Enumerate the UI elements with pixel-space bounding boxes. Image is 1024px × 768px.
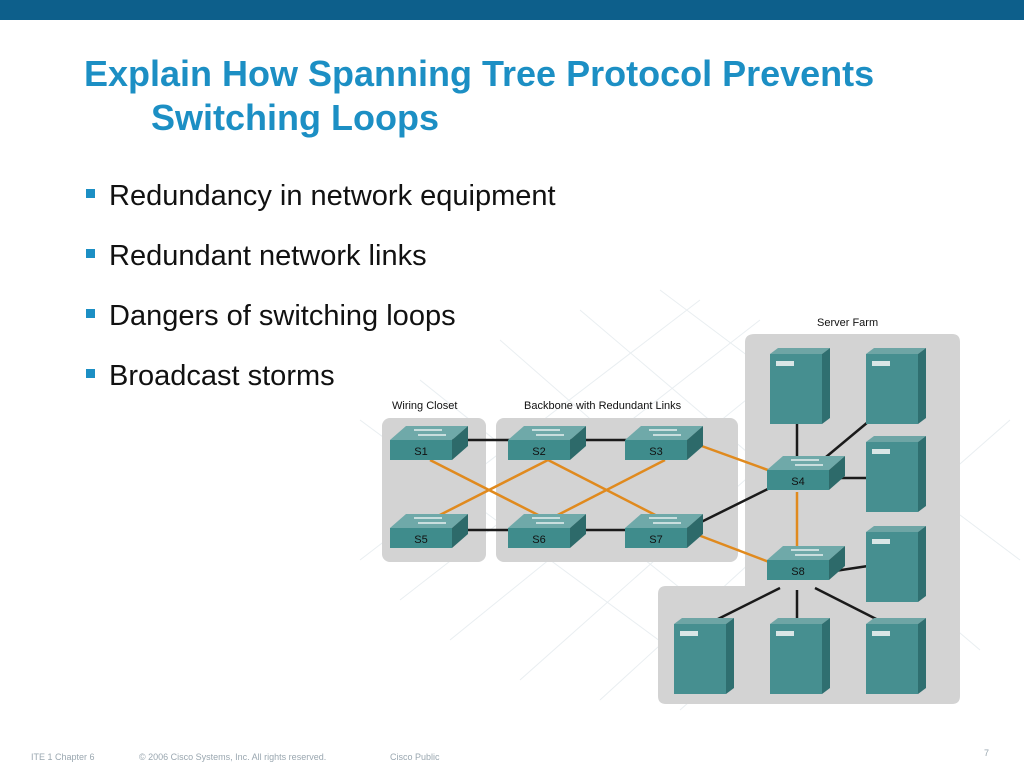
link-s5-s2 bbox=[429, 458, 549, 522]
server-icon bbox=[866, 526, 926, 602]
server-icon bbox=[866, 618, 926, 694]
bullet-list: Redundancy in network equipment Redundan… bbox=[84, 172, 556, 412]
backbone-label: Backbone with Redundant Links bbox=[524, 400, 682, 412]
page-number: 7 bbox=[984, 748, 990, 758]
bullet-text: Broadcast storms bbox=[109, 360, 335, 392]
switch-s3: S3 bbox=[625, 426, 703, 460]
bullet-square-icon bbox=[86, 249, 95, 258]
bullet-item: Redundant network links bbox=[84, 232, 556, 292]
bullet-square-icon bbox=[86, 309, 95, 318]
bullet-item: Dangers of switching loops bbox=[84, 292, 556, 352]
footer-classification: Cisco Public bbox=[390, 752, 440, 762]
orange-links bbox=[429, 438, 799, 572]
bullet-text: Redundancy in network equipment bbox=[109, 180, 556, 212]
footer-course: ITE 1 Chapter 6 bbox=[31, 752, 95, 762]
title-line-1: Explain How Spanning Tree Protocol Preve… bbox=[84, 53, 875, 94]
switch-label: S7 bbox=[649, 534, 662, 546]
server-icon bbox=[770, 348, 830, 424]
bullet-square-icon bbox=[86, 369, 95, 378]
switch-label: S8 bbox=[791, 566, 804, 578]
bullet-text: Dangers of switching loops bbox=[109, 300, 456, 332]
switch-label: S5 bbox=[414, 534, 427, 546]
switch-label: S2 bbox=[532, 446, 545, 458]
switch-s4: S4 bbox=[767, 456, 845, 490]
top-bar bbox=[0, 0, 1024, 20]
switch-s5: S5 bbox=[390, 514, 468, 548]
wiring-closet-label: Wiring Closet bbox=[392, 400, 457, 412]
switch-s8: S8 bbox=[767, 546, 845, 580]
bullet-text: Redundant network links bbox=[109, 240, 427, 272]
switch-s7: S7 bbox=[625, 514, 703, 548]
server-icon bbox=[674, 618, 734, 694]
switch-s2: S2 bbox=[508, 426, 586, 460]
bullet-square-icon bbox=[86, 189, 95, 198]
link-s6-s3 bbox=[547, 458, 666, 522]
title-line-2: Switching Loops bbox=[151, 97, 439, 138]
server-icon bbox=[866, 436, 926, 512]
server-icon bbox=[770, 618, 830, 694]
switch-label: S3 bbox=[649, 446, 662, 458]
footer-copyright: © 2006 Cisco Systems, Inc. All rights re… bbox=[139, 752, 327, 762]
server-farm-label: Server Farm bbox=[817, 317, 878, 329]
switch-label: S6 bbox=[532, 534, 545, 546]
bullet-item: Broadcast storms bbox=[84, 352, 556, 412]
switch-label: S1 bbox=[414, 446, 427, 458]
switch-label: S4 bbox=[791, 476, 804, 488]
slide-title: Explain How Spanning Tree Protocol Preve… bbox=[84, 52, 984, 140]
switch-s6: S6 bbox=[508, 514, 586, 548]
switch-s1: S1 bbox=[390, 426, 468, 460]
bullet-item: Redundancy in network equipment bbox=[84, 172, 556, 232]
server-icon bbox=[866, 348, 926, 424]
